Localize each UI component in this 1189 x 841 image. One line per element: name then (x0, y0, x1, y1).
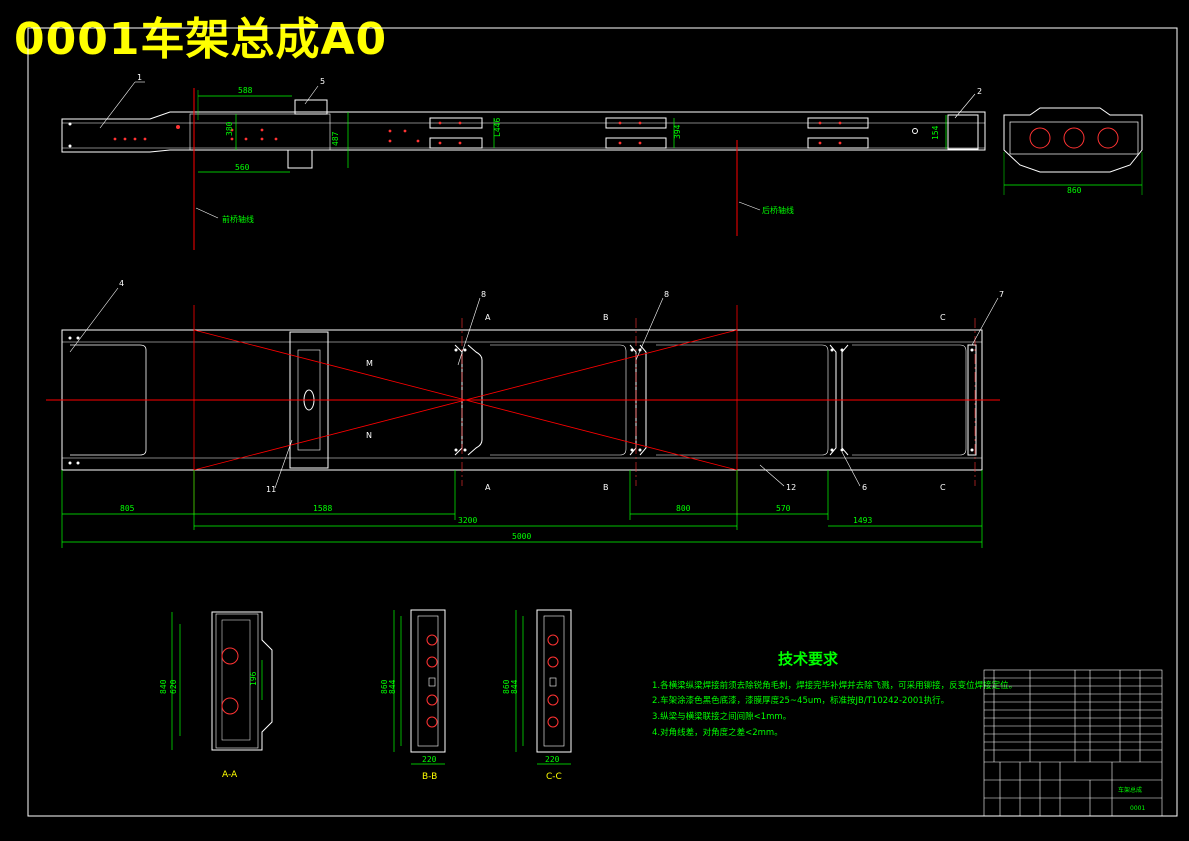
plan-marker-8a: 8 (481, 290, 486, 299)
cc-label: C-C (546, 772, 562, 782)
section-b-bottom: B (603, 483, 609, 492)
dim-154: 154 (931, 125, 940, 140)
tech-item-1: 1.各横梁纵梁焊接前须去除锐角毛刺，焊接完毕补焊并去除飞溅，可采用铆接，反变位焊… (652, 680, 1017, 691)
cc-width: 220 (545, 755, 560, 764)
title-block-name: 车架总成 (1118, 786, 1142, 794)
section-c-top: C (940, 313, 946, 322)
aa-height-outer: 840 (159, 679, 168, 694)
tech-item-4: 4.对角线差，对角度之差<2mm。 (652, 727, 783, 738)
plan-view-dimensions (61, 470, 983, 548)
dim-800: 800 (676, 504, 691, 513)
plan-marker-6: 6 (862, 483, 867, 492)
aa-extra: 196 (249, 671, 258, 686)
dim-570: 570 (776, 504, 791, 513)
drawing-border (27, 27, 1178, 817)
cc-height-inner: 844 (510, 679, 519, 694)
cc-height-outer: 860 (502, 679, 511, 694)
section-a-bottom: A (485, 483, 491, 492)
end-view-width: 860 (1067, 186, 1082, 195)
section-a-a: 840 620 196 A-A (159, 611, 273, 780)
dim-805: 805 (120, 504, 135, 513)
dim-588: 588 (238, 86, 253, 95)
aa-height-inner: 620 (169, 679, 178, 694)
end-view: 860 (1003, 107, 1143, 195)
rear-axle-label: 后桥轴线 (762, 205, 794, 215)
bb-height-inner: 844 (388, 679, 397, 694)
side-view (61, 88, 986, 250)
technical-requirements: 技术要求 1.各横梁纵梁焊接前须去除锐角毛刺，焊接完毕补焊并去除飞溅，可采用铆接… (652, 650, 1017, 738)
dim-380: 380 (225, 121, 234, 136)
drawing-title: 0001车架总成A0 (14, 14, 388, 65)
plan-view: M N A A B B C C 4 8 8 7 11 12 6 (46, 279, 1004, 515)
part-marker-1: 1 (137, 73, 142, 82)
dim-l446: L446 (493, 118, 502, 137)
part-marker-2: 2 (977, 87, 982, 96)
tech-item-3: 3.纵梁与横梁联接之间间隙<1mm。 (652, 711, 791, 722)
section-c-bottom: C (940, 483, 946, 492)
center-mark-n: N (366, 431, 372, 440)
side-view-dimensions: 588 560 380 487 L446 394 154 1 5 2 前桥轴线 … (99, 73, 982, 224)
tech-item-2: 2.车架涂漆色黑色底漆，漆膜厚度25~45um，标准按JB/T10242-200… (652, 695, 949, 706)
title-block (983, 669, 1163, 817)
section-b-b: 860 844 220 B-B (380, 609, 446, 782)
plan-marker-8b: 8 (664, 290, 669, 299)
dim-560: 560 (235, 163, 250, 172)
title-block-code: 0001 (1130, 805, 1145, 812)
tech-title: 技术要求 (778, 650, 839, 668)
front-axle-label: 前桥轴线 (222, 214, 254, 224)
plan-marker-12: 12 (786, 483, 796, 492)
dim-1588: 1588 (313, 504, 332, 513)
bb-label: B-B (422, 772, 437, 782)
bb-height-outer: 860 (380, 679, 389, 694)
section-b-top: B (603, 313, 609, 322)
plan-marker-4: 4 (119, 279, 124, 288)
section-a-top: A (485, 313, 491, 322)
dim-5000: 5000 (512, 532, 531, 541)
bb-width: 220 (422, 755, 437, 764)
dim-487: 487 (331, 131, 340, 146)
plan-marker-7: 7 (999, 290, 1004, 299)
section-c-c: 860 844 220 C-C (502, 609, 572, 782)
dim-3200: 3200 (458, 516, 477, 525)
dim-394: 394 (673, 124, 682, 139)
part-marker-5: 5 (320, 77, 325, 86)
aa-label: A-A (222, 770, 238, 780)
dim-1493: 1493 (853, 516, 872, 525)
plan-marker-11: 11 (266, 485, 276, 494)
center-mark-m: M (366, 359, 373, 368)
